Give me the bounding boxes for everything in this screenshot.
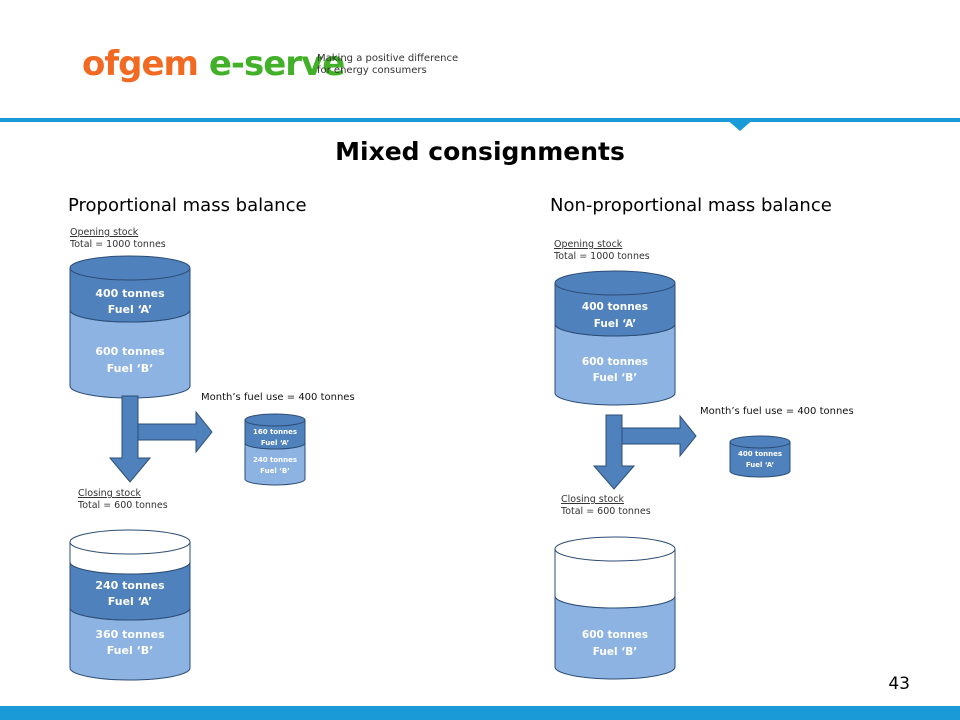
- right-column-title: Non-proportional mass balance: [550, 195, 832, 216]
- tagline: Making a positive difference for energy …: [317, 53, 458, 77]
- right-opening-bottom-text-2: Fuel ‘B’: [593, 372, 637, 384]
- left-closing-cylinder: 240 tonnes Fuel ‘A’ 360 tonnes Fuel ‘B’: [69, 529, 191, 681]
- right-opening-top-text-1: 400 tonnes: [582, 301, 648, 313]
- left-used-top-text-1: 160 tonnes: [253, 428, 297, 436]
- left-used-top-text-2: Fuel ‘A’: [261, 439, 289, 447]
- right-opening-fuel-a-segment: [554, 282, 676, 337]
- left-down-arrow: [108, 395, 152, 483]
- left-opening-total: Total = 1000 tonnes: [70, 239, 166, 250]
- tagline-line-2: for energy consumers: [317, 65, 427, 76]
- left-opening-cylinder-top: [69, 255, 191, 281]
- header-rule: [0, 118, 960, 122]
- right-down-arrow: [592, 414, 636, 490]
- left-right-arrow: [137, 410, 213, 454]
- right-closing-bottom-text-1: 600 tonnes: [582, 629, 648, 641]
- right-closing-cylinder-top: [554, 536, 676, 562]
- right-used-text-2: Fuel ‘A’: [746, 461, 774, 469]
- right-closing-label-group: Closing stock Total = 600 tonnes: [561, 494, 651, 518]
- right-used-cylinder: 400 tonnes Fuel ‘A’: [729, 435, 791, 478]
- right-opening-bottom-text-1: 600 tonnes: [582, 356, 648, 368]
- left-fuel-use-label: Month’s fuel use = 400 tonnes: [201, 392, 355, 403]
- right-used-cylinder-top: [729, 435, 791, 449]
- right-right-arrow: [621, 414, 697, 458]
- footer-bar: [0, 706, 960, 720]
- left-closing-bottom-text-1: 360 tonnes: [95, 628, 165, 641]
- logo-ofgem-text: ofgem: [82, 44, 199, 84]
- right-opening-cylinder-top: [554, 270, 676, 296]
- left-opening-fuel-a-segment: [69, 267, 191, 323]
- header-notch: [725, 118, 755, 131]
- page-number: 43: [888, 674, 910, 694]
- right-closing-label: Closing stock: [561, 494, 624, 505]
- left-closing-bottom-text-2: Fuel ‘B’: [107, 644, 154, 657]
- left-opening-top-text-2: Fuel ‘A’: [108, 303, 152, 316]
- left-closing-label: Closing stock: [78, 488, 141, 499]
- left-closing-top-text-1: 240 tonnes: [95, 579, 165, 592]
- right-closing-bottom-text-2: Fuel ‘B’: [593, 646, 637, 658]
- right-opening-label: Opening stock: [554, 239, 623, 250]
- left-used-bottom-text-2: Fuel ‘B’: [260, 467, 290, 475]
- left-opening-bottom-text-2: Fuel ‘B’: [107, 362, 154, 375]
- left-opening-top-text-1: 400 tonnes: [95, 287, 165, 300]
- left-used-bottom-text-1: 240 tonnes: [253, 456, 297, 464]
- left-closing-top-text-2: Fuel ‘A’: [108, 595, 152, 608]
- right-used-fuel-a-segment: [729, 441, 791, 478]
- ofgem-eserve-logo: ofgem e-serve: [82, 44, 345, 84]
- right-used-text-1: 400 tonnes: [738, 450, 782, 458]
- left-opening-cylinder: 400 tonnes Fuel ‘A’ 600 tonnes Fuel ‘B’: [69, 255, 191, 399]
- right-closing-total: Total = 600 tonnes: [561, 506, 651, 517]
- left-closing-cylinder-top: [69, 529, 191, 555]
- left-column-title: Proportional mass balance: [68, 195, 307, 216]
- right-opening-cylinder: 400 tonnes Fuel ‘A’ 600 tonnes Fuel ‘B’: [554, 270, 676, 406]
- left-used-cylinder: 160 tonnes Fuel ‘A’ 240 tonnes Fuel ‘B’: [244, 413, 306, 486]
- left-closing-total: Total = 600 tonnes: [78, 500, 168, 511]
- right-closing-cylinder: 600 tonnes Fuel ‘B’: [554, 536, 676, 680]
- left-used-cylinder-top: [244, 413, 306, 427]
- right-opening-top-text-2: Fuel ‘A’: [594, 318, 636, 330]
- slide-title: Mixed consignments: [335, 137, 625, 166]
- left-opening-label: Opening stock: [70, 227, 139, 238]
- right-fuel-use-label: Month’s fuel use = 400 tonnes: [700, 406, 854, 417]
- right-opening-total: Total = 1000 tonnes: [554, 251, 650, 262]
- left-opening-bottom-text-1: 600 tonnes: [95, 345, 165, 358]
- left-closing-label-group: Closing stock Total = 600 tonnes: [78, 488, 168, 512]
- logo-eserve-text: e-serve: [197, 44, 345, 84]
- left-used-fuel-a-segment: [244, 419, 306, 450]
- left-opening-label-group: Opening stock Total = 1000 tonnes: [70, 227, 166, 251]
- right-closing-empty-segment: [554, 548, 676, 609]
- tagline-line-1: Making a positive difference: [317, 53, 459, 64]
- right-opening-label-group: Opening stock Total = 1000 tonnes: [554, 239, 650, 263]
